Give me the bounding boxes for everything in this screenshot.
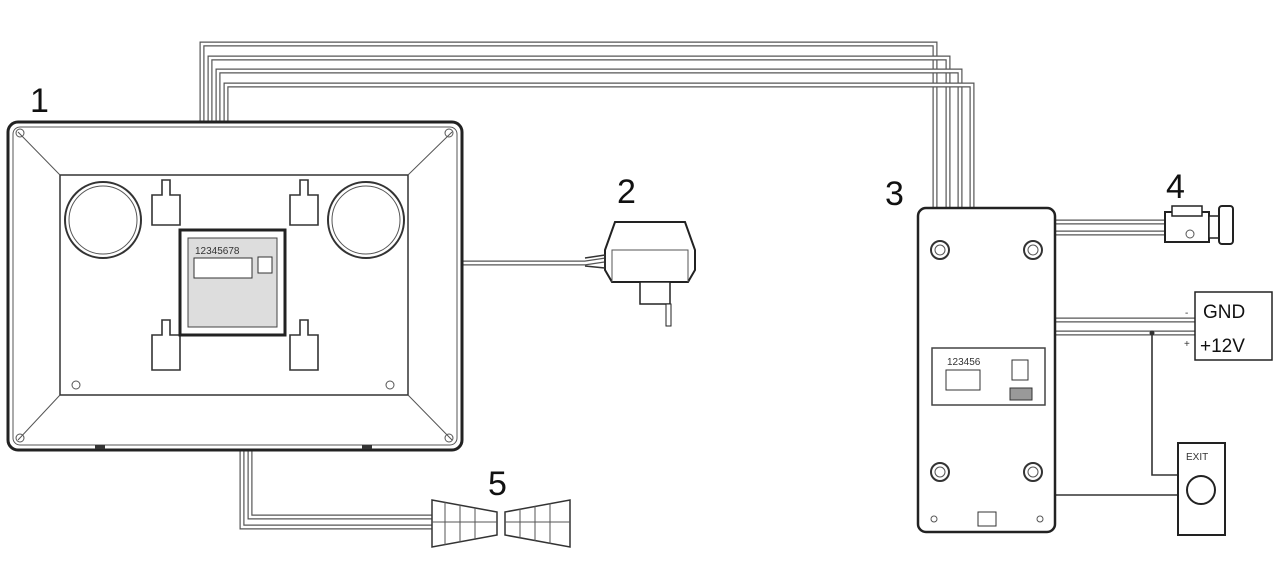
plus-label: + [1184,339,1190,350]
label-electric-lock: 4 [1166,168,1185,206]
speaker-left [64,181,142,259]
label-chime: 5 [488,465,507,503]
exit-label: EXIT [1186,452,1208,463]
monitor-terminal-numbers: 12345678 [195,246,240,257]
outdoor-door-station: 123456 [916,206,1057,534]
chime [431,499,571,548]
label-monitor: 1 [30,82,49,120]
speaker-right [327,181,405,259]
door-station-terminal-numbers: 123456 [947,357,981,368]
power-supply-box: GND +12V - + [1184,291,1273,361]
indoor-monitor: 12345678 [6,120,464,452]
label-door-station: 3 [885,175,904,213]
gnd-label: GND [1203,302,1245,323]
power-adapter [584,221,696,327]
minus-label: - [1185,308,1188,319]
exit-button: EXIT [1177,442,1226,536]
12v-label: +12V [1200,336,1245,357]
door-station-terminal-block [945,369,981,391]
electric-lock [1164,205,1234,245]
monitor-power-jack [257,256,273,274]
monitor-terminal-block [193,257,253,279]
label-power-adapter: 2 [617,173,636,211]
